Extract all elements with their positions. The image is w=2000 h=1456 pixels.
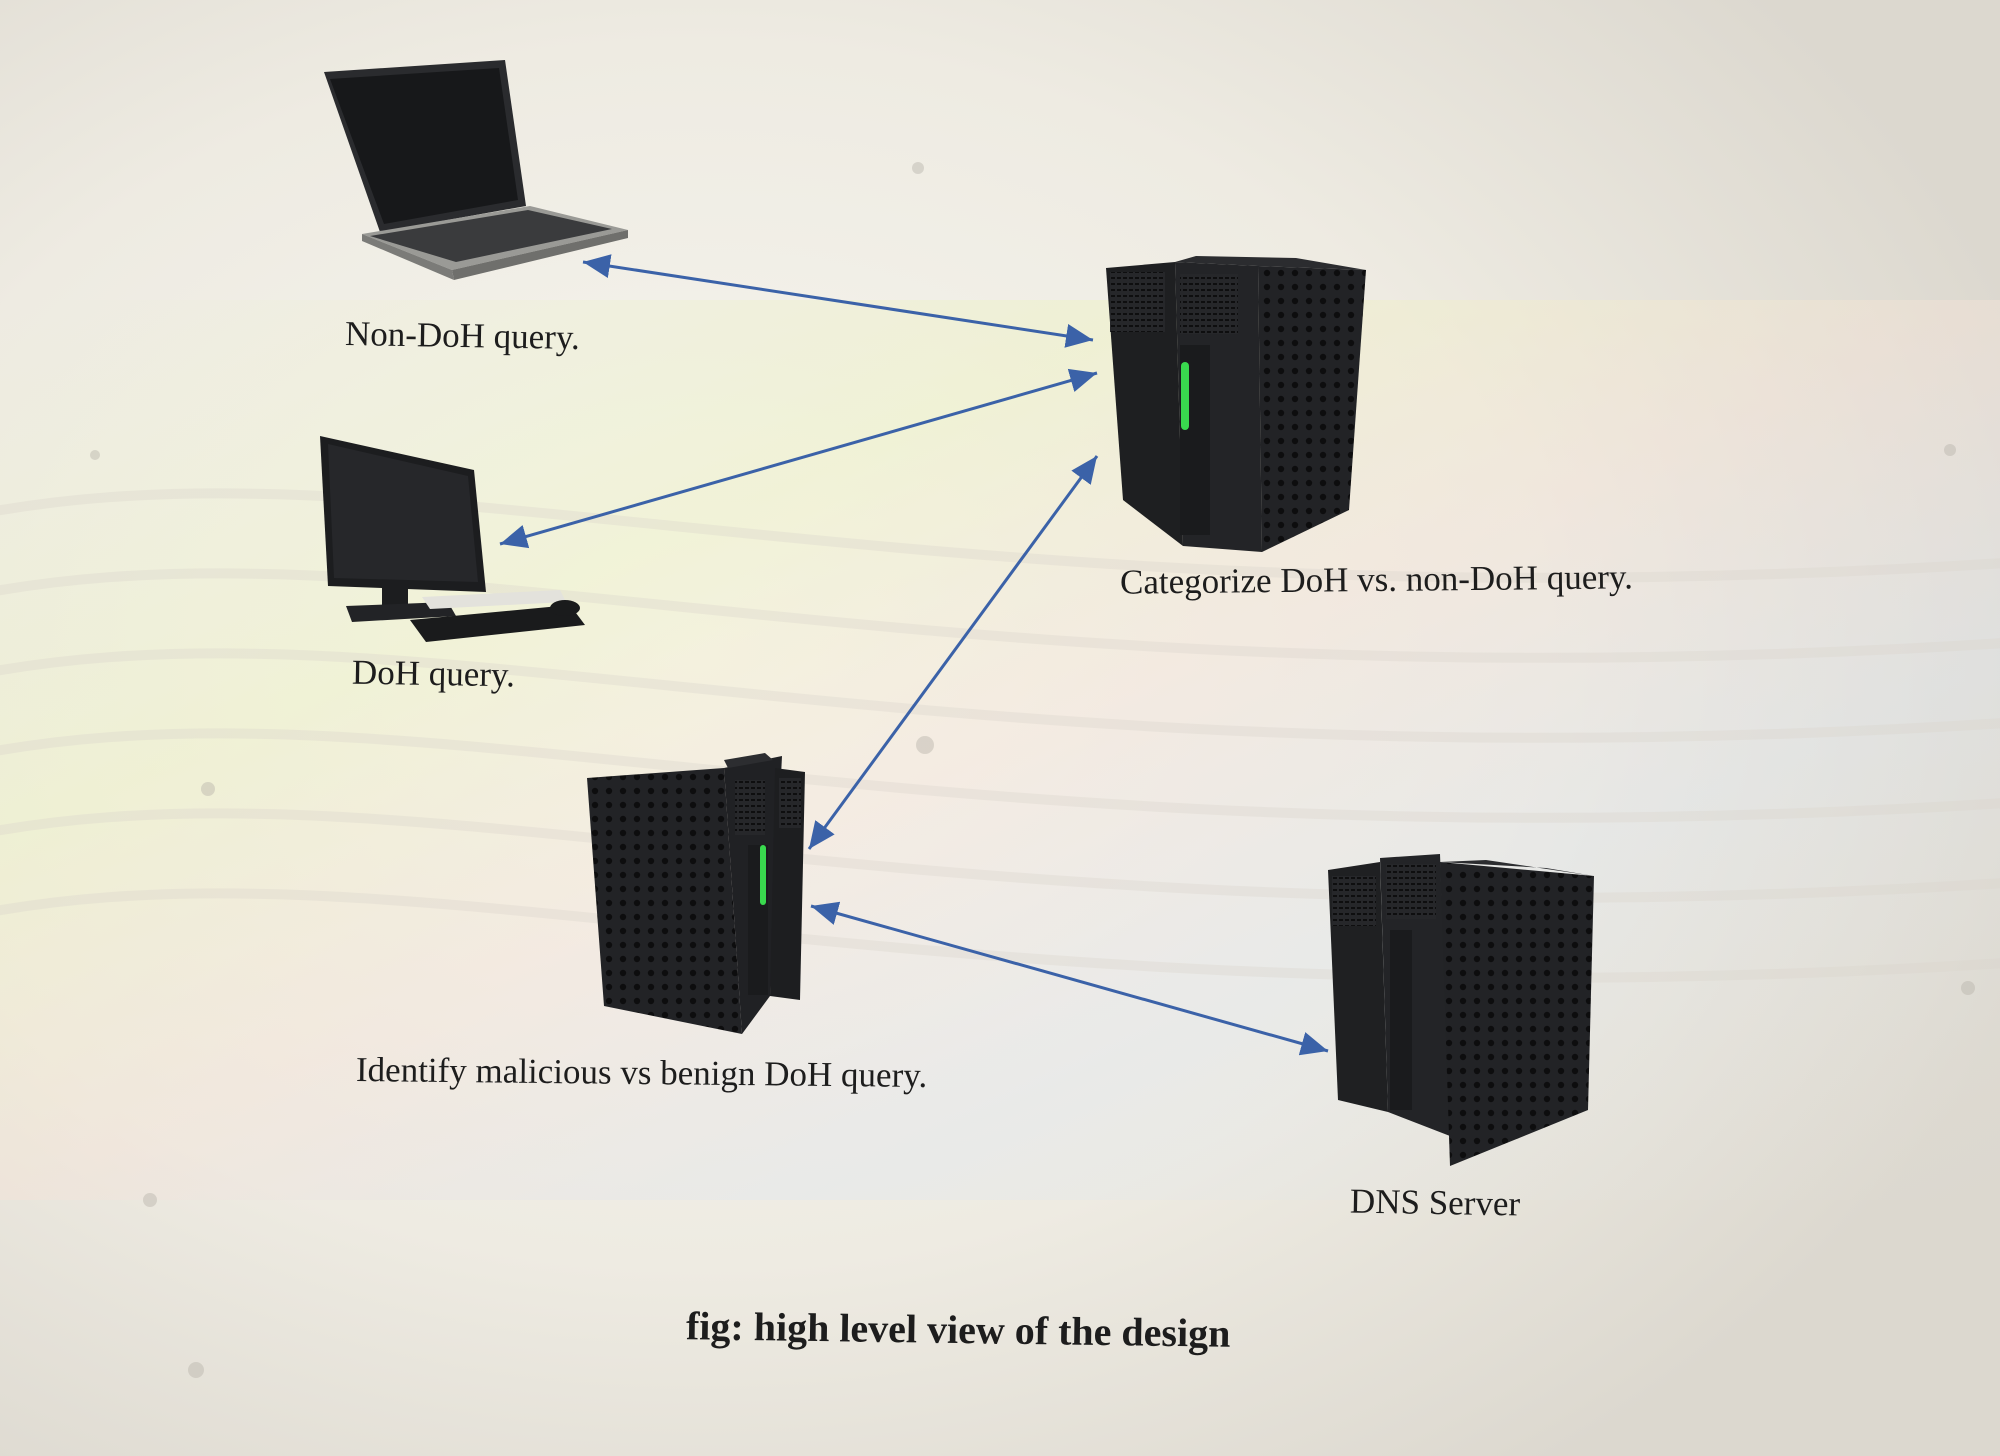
doh-query-label: DoH query. [351,652,516,695]
arrow-categorizer-to-identifier [807,455,1099,850]
arrow-identifier-to-dns [810,901,1329,1056]
figure-caption: fig: high level view of the design [685,1303,1231,1356]
server-icon [587,753,805,1034]
laptop-icon [324,60,628,280]
identify-label: Identify malicious vs benign DoH query. [355,1050,928,1095]
dns-server-label: DNS Server [1349,1181,1521,1224]
categorize-label: Categorize DoH vs. non-DoH query. [1119,557,1634,602]
non-doh-query-label: Non-DoH query. [344,313,581,358]
arrow-non-doh-to-categorizer [582,254,1094,348]
desktop-computer-icon [320,436,585,642]
server-icon [1328,854,1594,1166]
server-icon [1106,256,1366,552]
arrow-doh-to-categorizer [499,368,1098,549]
